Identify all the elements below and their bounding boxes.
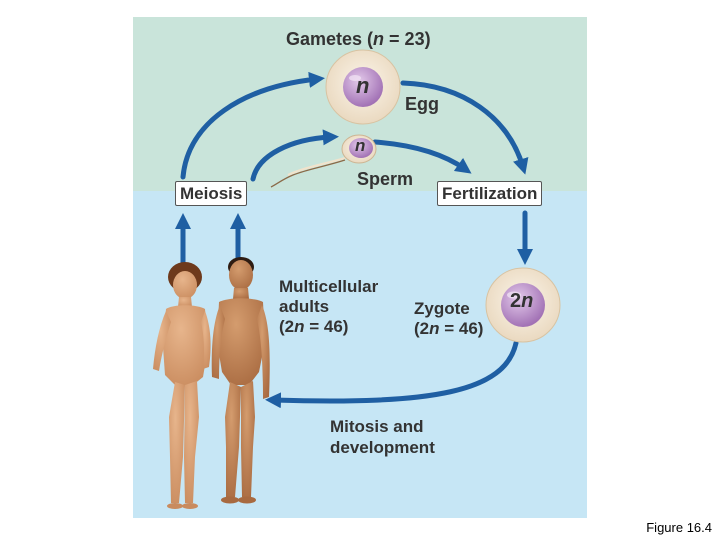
arrow-meiosis-to-sperm — [250, 129, 339, 182]
life-cycle-diagram: Gametes (n = 23) n Egg n Sperm Meiosis F… — [133, 17, 587, 518]
adults-label: Multicellular adults (2n = 46) — [279, 277, 378, 337]
mitosis-label-line2: development — [330, 438, 435, 457]
mitosis-label-line1: Mitosis and — [330, 417, 424, 436]
arrow-meiosis-to-egg — [180, 71, 325, 180]
egg-label: Egg — [405, 94, 439, 114]
zygote-label-line2: (2n = 46) — [414, 319, 484, 338]
sperm-cell — [270, 134, 377, 188]
egg-nucleus-label: n — [356, 73, 370, 98]
gametes-title-count: = 23) — [384, 29, 431, 49]
zygote-nucleus-label: 2n — [510, 291, 533, 311]
cycle-arrows — [174, 71, 534, 409]
male-figure-illustration — [211, 257, 270, 504]
adults-label-line2: adults — [279, 297, 330, 316]
adults-label-line1: Multicellular — [279, 277, 379, 296]
gametes-title-text: Gametes ( — [286, 29, 374, 49]
arrow-zygote-to-adults — [265, 340, 519, 409]
zygote-cell — [485, 267, 561, 343]
sperm-nucleus-label: n — [355, 136, 366, 155]
zygote-label: Zygote (2n = 46) — [414, 299, 483, 339]
sperm-label: Sperm — [357, 169, 414, 189]
zygote-nucleus-n: n — [521, 290, 534, 312]
arrow-egg-to-fertilization — [400, 80, 529, 175]
gametes-title-n: n — [373, 29, 385, 49]
mitosis-label: Mitosis and development — [330, 416, 435, 458]
adults-label-line3: (2n = 46) — [279, 317, 349, 336]
arrow-sperm-to-fertilization — [372, 139, 472, 174]
meiosis-box: Meiosis — [175, 181, 248, 206]
figure-caption: Figure 16.4 — [646, 520, 712, 535]
egg-cell — [325, 49, 401, 125]
gametes-title: Gametes (n = 23) — [286, 30, 431, 48]
fertilization-box: Fertilization — [437, 181, 543, 206]
zygote-label-line1: Zygote — [414, 299, 470, 318]
zygote-nucleus-number: 2 — [510, 290, 522, 312]
female-figure-illustration — [153, 262, 211, 509]
diagram-graphics — [153, 49, 561, 509]
